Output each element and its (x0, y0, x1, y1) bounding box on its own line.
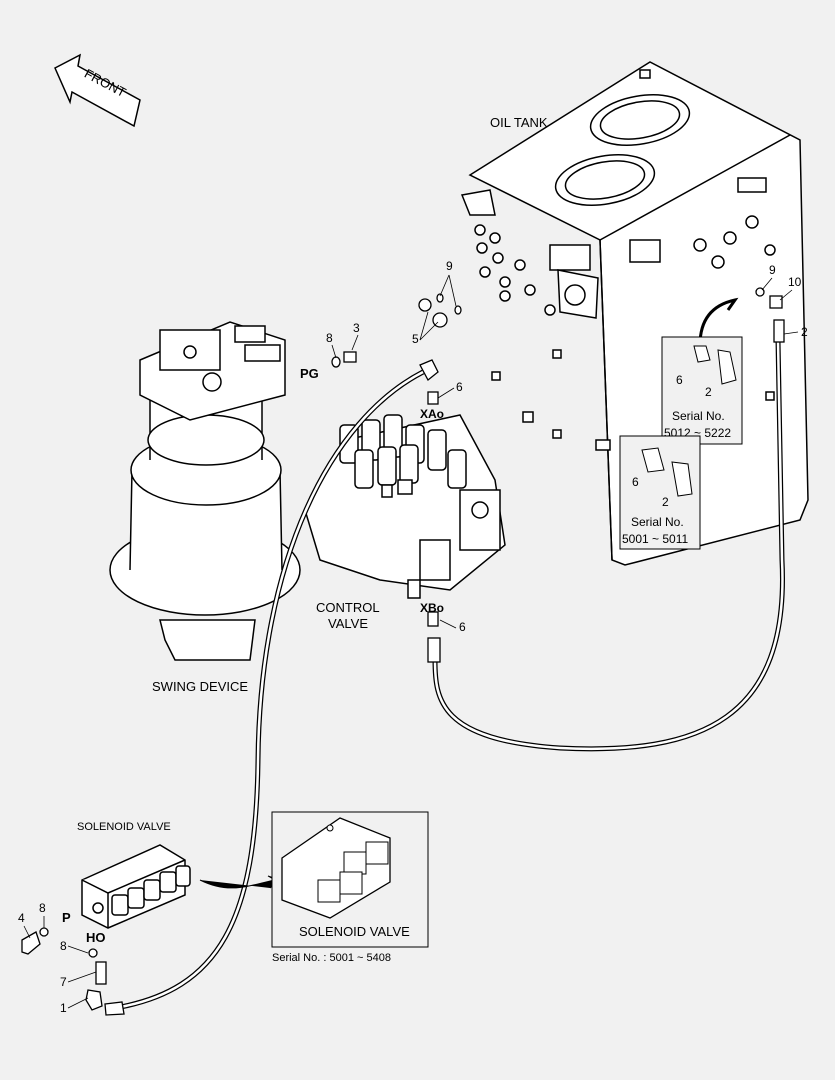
control-valve-label-line1: CONTROL (316, 600, 380, 615)
fittings (21, 287, 785, 1016)
callouts: 8 3 9 5 6 6 9 10 2 4 8 8 7 1 (18, 259, 808, 1015)
callout-2: 2 (801, 325, 808, 339)
swing-device-label: SWING DEVICE (152, 679, 248, 694)
callout-10: 10 (788, 275, 802, 289)
front-arrow-icon: FRONT (54, 53, 141, 128)
callout-1: 1 (60, 1001, 67, 1015)
port-pg-label: PG (300, 366, 319, 381)
inset-solenoid-label: SOLENOID VALVE (299, 924, 410, 939)
callout-3: 3 (353, 321, 360, 335)
inset-b-callout-2: 2 (662, 495, 669, 509)
port-p-label: P (62, 910, 71, 925)
callout-9: 9 (446, 259, 453, 273)
control-valve-label-line2: VALVE (328, 616, 368, 631)
swing-device (109, 321, 301, 661)
port-xao-label: XAo (420, 407, 444, 421)
callout-leaders (23, 274, 799, 1009)
solenoid-valve (81, 844, 191, 929)
solenoid-valve-label: SOLENOID VALVE (77, 821, 171, 833)
inset-solenoid-valve: SOLENOID VALVE (271, 811, 429, 948)
inset-leader-solenoid (199, 875, 282, 889)
oil-tank-label: OIL TANK (490, 115, 548, 130)
inset-a-callout-2: 2 (705, 385, 712, 399)
inset-b-callout-6: 6 (632, 475, 639, 489)
inset-serial-5012-5222: 6 2 Serial No. 5012 ~ 5222 (661, 336, 743, 445)
callout-8: 8 (60, 939, 67, 953)
port-ho-label: HO (86, 930, 106, 945)
inset-b-serial-label: Serial No. (631, 515, 684, 529)
port-xbo-label: XBo (420, 601, 444, 615)
callout-8: 8 (39, 901, 46, 915)
callout-4: 4 (18, 911, 25, 925)
callout-6: 6 (459, 620, 466, 634)
callout-7: 7 (60, 975, 67, 989)
inset-solenoid-serial: Serial No. : 5001 ~ 5408 (272, 952, 391, 964)
callout-8: 8 (326, 331, 333, 345)
callout-9: 9 (769, 263, 776, 277)
inset-a-serial-label: Serial No. (672, 409, 725, 423)
hoses (114, 339, 785, 1011)
inset-serial-5001-5011: 6 2 Serial No. 5001 ~ 5011 (619, 435, 701, 550)
inset-a-callout-6: 6 (676, 373, 683, 387)
callout-5: 5 (412, 332, 419, 346)
callout-6: 6 (456, 380, 463, 394)
inset-b-serial-range: 5001 ~ 5011 (622, 532, 689, 546)
control-valve (304, 414, 506, 599)
